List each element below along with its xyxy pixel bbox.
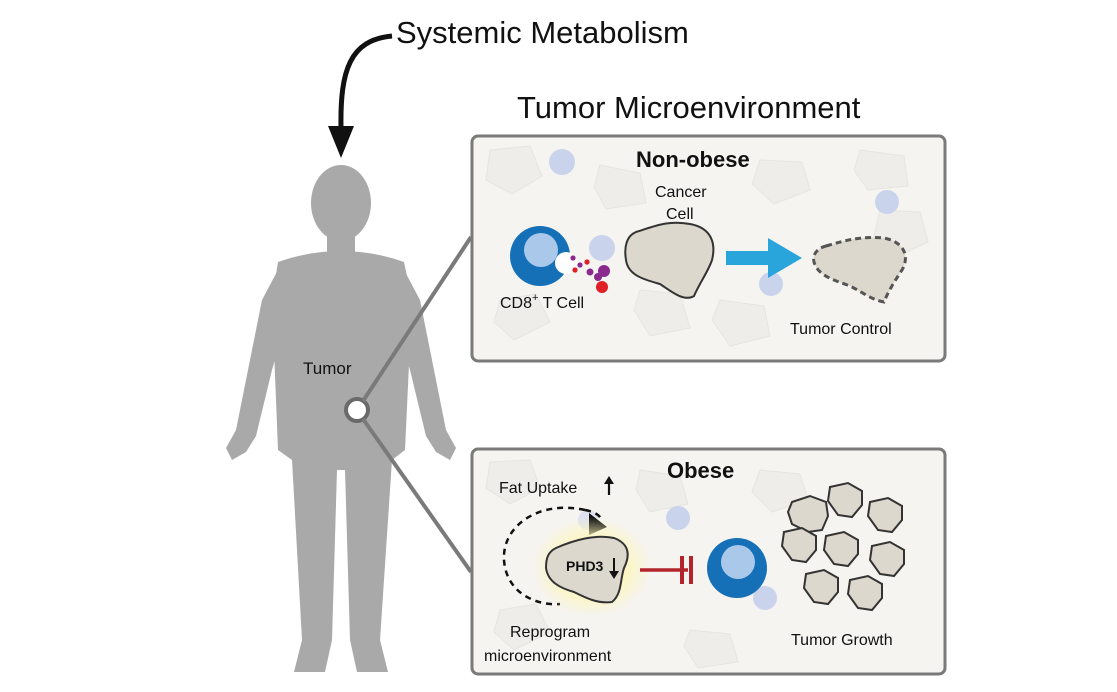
feedback-loop (502, 506, 586, 606)
non-obese-heading: Non-obese (636, 147, 750, 172)
cd8-t-cell-label: CD8+ T Cell (500, 292, 584, 312)
systemic-arrow (338, 33, 393, 129)
tumor-control-label: Tumor Control (790, 321, 892, 338)
zoom-line-top (361, 235, 473, 403)
cytotoxic-granules (570, 255, 610, 293)
inhibition-line (640, 556, 693, 584)
title: Systemic Metabolism (396, 15, 689, 50)
obese-heading: Obese (667, 458, 734, 483)
microenvironment-label: Tumor Microenvironment (517, 90, 861, 125)
fat-uptake-label: Fat Uptake (499, 480, 577, 497)
tumor-control-arrow (726, 238, 802, 278)
phd3-cell (544, 535, 629, 604)
tumor-label: Tumor (303, 359, 352, 378)
reprogram-label-2: microenvironment (484, 648, 612, 665)
feedback-loop-tail (584, 508, 604, 521)
dying-cancer-cell (812, 236, 907, 304)
up-arrow-icon (604, 476, 614, 495)
non-obese-panel: Non-obese CD8+ T Cell Cancer Cell (470, 134, 947, 363)
zoom-line-bottom (361, 417, 473, 574)
cancer-cell-label-1: Cancer (655, 184, 707, 201)
cancer-cell-label-2: Cell (666, 206, 694, 223)
tumor-marker (344, 397, 370, 423)
down-arrow-icon (609, 558, 619, 579)
cancer-cell (624, 221, 715, 299)
phd3-label: PHD3 (566, 558, 604, 574)
tumor-growth-label: Tumor Growth (791, 632, 893, 649)
tumor-growth-cluster (780, 481, 905, 612)
inhibited-t-cell (707, 538, 767, 598)
obese-panel: Obese Fat Uptake PHD3 (470, 447, 947, 676)
human-silhouette (226, 165, 456, 672)
reprogram-label-1: Reprogram (510, 624, 590, 641)
systemic-arrowhead (328, 126, 354, 158)
